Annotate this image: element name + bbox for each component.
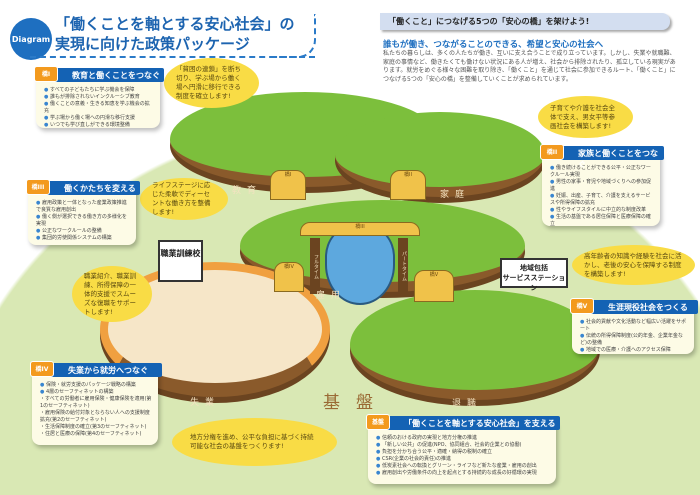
list-item: 働くことの意義・生きる知恵を学ぶ機会の拡充 bbox=[44, 101, 154, 115]
list-item: 誰もが排除されないインクルーシブ教育 bbox=[44, 94, 154, 101]
box-tag: 橋IV bbox=[30, 361, 54, 377]
page-title: 「働くことを軸とする安心社会」の実現に向けた政策パッケージ bbox=[55, 15, 295, 53]
list-item: 保険・就労支援のパッケージ戦略の構築 bbox=[40, 382, 152, 389]
diagram-badge: Diagram bbox=[10, 18, 52, 60]
list-item: 伝統の所得保障制度(公的年金、企業年金など)の整備 bbox=[580, 333, 688, 347]
list-item: 働き続けることができる公平・公正なワークルール実現 bbox=[550, 165, 654, 179]
bubble-elderly: 高年齢者の知識や経験を社会に活かし、老後の安心を保障する制度を構築します! bbox=[572, 245, 695, 285]
list-item: CSR(企業の社会的責任)の推進 bbox=[376, 456, 550, 463]
label-unemployment: 失業 bbox=[190, 398, 221, 408]
list-item: 生活の基盤である居住保障と医療保障の確立 bbox=[550, 214, 654, 228]
list-subitem: 雇用保険の給付対象とならない人への支援制度拡充(第2のセーフティネット) bbox=[40, 410, 152, 424]
post-parttime: パートタイム bbox=[398, 238, 408, 294]
list-item: 信頼のおける政府の実現と地方分権の推進 bbox=[376, 435, 550, 442]
pond bbox=[325, 225, 395, 305]
title-divider-arc bbox=[270, 14, 316, 58]
label-education: 教育 bbox=[232, 186, 263, 196]
post-fulltime: フルタイム bbox=[310, 238, 320, 294]
bubble-lifestage: ライフステージに応じた柔軟でディーセントな働き方を整備します! bbox=[140, 178, 228, 220]
bridge-5: 橋V bbox=[414, 270, 454, 302]
list-item: 男性の家事・育児や地域づくりへの参加促進 bbox=[550, 179, 654, 193]
list-item: 負担を分かち合う公平・適確・納得の税制の確立 bbox=[376, 449, 550, 456]
list-item: 地域での医療・介護へのアクセス保障 bbox=[580, 347, 688, 354]
list-item: 妊娠、出産、子育て、介護を支えるサービスや所得保障の拡充 bbox=[550, 193, 654, 207]
box-title: 失業から就労へつなぐ bbox=[42, 363, 162, 377]
list-item: いつでも学び直しができる環境整備 bbox=[44, 122, 154, 129]
box-title: 生涯現役社会をつくる bbox=[582, 300, 698, 314]
list-item: 4層のセーフティネットの構築 bbox=[40, 389, 152, 396]
bubble-foundation: 地方分権を進め、公平な負担に基づく持続可能な社会の基盤をつくります! bbox=[172, 418, 337, 466]
box-title: 働くかたちを変える bbox=[38, 181, 140, 195]
bridge-4: 橋IV bbox=[274, 262, 304, 292]
list-item: 雇用政策と一体となった産業政策推進で良質な雇用創出 bbox=[36, 200, 130, 214]
bridge-2: 橋II bbox=[390, 170, 426, 200]
box-tag: 基盤 bbox=[366, 414, 390, 430]
box-tag: 橋V bbox=[570, 298, 594, 314]
label-foundation: 基盤 bbox=[323, 393, 389, 413]
list-subitem: 生活保障制度の確立(第3のセーフティネット) bbox=[40, 424, 152, 431]
box-title: 「働くことを軸とする安心社会」を支える bbox=[378, 416, 560, 430]
bridge-3: 橋III bbox=[300, 222, 420, 236]
list-item: 社会的貢献や文化活動など幅広い活躍をサポート bbox=[580, 319, 688, 333]
list-item: 低炭素社会への転換とグリーン・ライフなど新たな産業・雇用の創出 bbox=[376, 463, 550, 470]
list-item: 雇用創出や労働条件の向上を起点とする持続的な成長の好循環の実現 bbox=[376, 470, 550, 477]
list-item: 性やライフスタイルに中立的な制度改革 bbox=[550, 207, 654, 214]
intro-paragraph: 私たちの暮らしは、多くの人たちが働き、互いに支え合うことで成り立っています。しか… bbox=[383, 50, 676, 83]
sign-vocational-school: 職業訓練校 bbox=[158, 240, 203, 282]
box-tag: 橋I bbox=[34, 66, 58, 82]
list-subitem: すべての労働者に雇用保険・健康保険を適用(第1のセーフティネット) bbox=[40, 396, 152, 410]
title-divider bbox=[30, 56, 315, 58]
list-item: 学ぶ場から働く場への円滑な移行支援 bbox=[44, 115, 154, 122]
box-tag: 橋III bbox=[26, 179, 50, 195]
list-item: すべての子どもたちに学ぶ機会を保障 bbox=[44, 87, 154, 94]
label-retirement: 退職 bbox=[452, 399, 483, 409]
list-subitem: 住居と医療の保障(第4のセーフティネット) bbox=[40, 431, 152, 438]
bridge-1: 橋I bbox=[270, 170, 306, 200]
label-employment: 雇用 bbox=[316, 291, 347, 301]
intro-subhead: 誰もが働き、つながることのできる、希望と安心の社会へ bbox=[383, 40, 604, 50]
bubble-poverty: 「貧困の連鎖」を断ち切り、学ぶ場から働く場へ円滑に移行できる制度を確立します! bbox=[164, 58, 259, 108]
label-family: 家庭 bbox=[440, 190, 471, 200]
intro-band: 「働くこと」につなげる5つの「安心の橋」を架けよう! bbox=[380, 13, 670, 30]
island-family bbox=[335, 112, 545, 197]
list-item: 公正なワークルールの整備 bbox=[36, 228, 130, 235]
box-title: 家族と働くことをつなぐ bbox=[552, 146, 664, 169]
list-item: 「新しい公共」の促進(NPO、協同組合、社会的企業との協働) bbox=[376, 442, 550, 449]
box-tag: 橋II bbox=[540, 144, 564, 160]
bubble-jobs: 職業紹介、職業訓練、所得保障の一体的支援でスムーズな復職をサポートします! bbox=[72, 266, 152, 322]
list-item: 働く側が選択できる働き方の多様化を実現 bbox=[36, 214, 130, 228]
bubble-family: 子育てや介護を社会全体で支え、男女平等参画社会を構築します! bbox=[538, 96, 633, 138]
list-item: 集団的労使関係システムの構築 bbox=[36, 235, 130, 242]
box-title: 教育と働くことをつなぐ bbox=[46, 68, 164, 82]
island-retirement bbox=[350, 290, 600, 400]
sign-service-station: 地域包括サービスステーション bbox=[500, 258, 568, 292]
